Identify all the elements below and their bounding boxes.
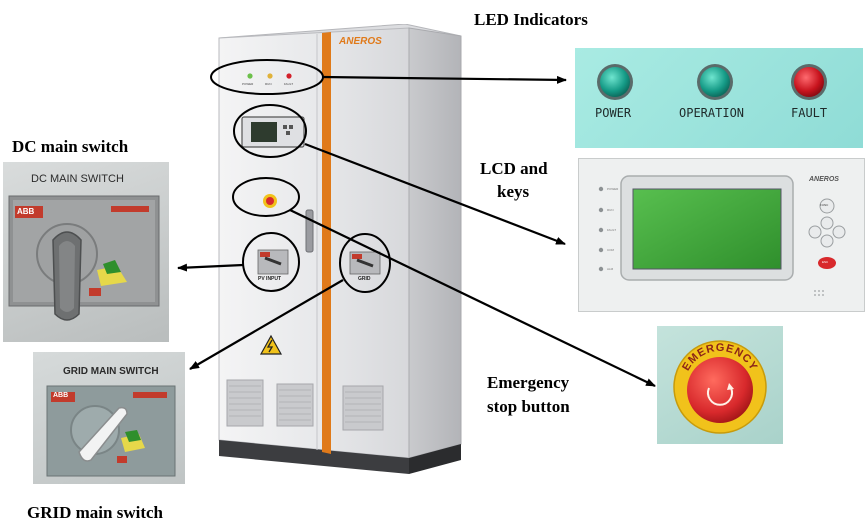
- inverter-cabinet: ANEROS POWER RUN FAULT PV INPUT GRID: [215, 24, 465, 474]
- led-indicators-caption: LED Indicators: [474, 10, 588, 29]
- esc-key[interactable]: ESC: [822, 260, 829, 264]
- dc-switch-brand: ABB: [17, 207, 35, 216]
- cabinet-body-graphic: [218, 24, 462, 474]
- lcd-keys-caption-line2: keys: [497, 182, 530, 201]
- dc-switch-header: DC MAIN SWITCH: [31, 173, 124, 185]
- grid-main-switch-caption: GRID main switch: [27, 503, 164, 522]
- lcd-panel-photo: ANEROS FUNC ESC POWER RUN FAULT COM ALM: [578, 158, 865, 312]
- estop-graphic: EMERGENCY: [673, 340, 767, 434]
- emergency-caption-line2: stop button: [487, 397, 570, 416]
- lcd-side-label-power: POWER: [607, 187, 619, 191]
- grid-switch-brand: ABB: [53, 392, 69, 399]
- grid-switch-header: GRID MAIN SWITCH: [63, 366, 159, 377]
- emergency-caption-line1: Emergency: [487, 373, 570, 392]
- lcd-keys-caption-line1: LCD and: [480, 159, 548, 178]
- led-label-fault: FAULT: [791, 106, 828, 120]
- cabinet-led-label-run: RUN: [265, 82, 272, 86]
- led-panel-graphic: [597, 64, 827, 100]
- grid-switch-graphic: [46, 385, 176, 477]
- estop-photo: EMERGENCY: [657, 326, 783, 444]
- dc-main-switch-caption: DC main switch: [12, 137, 129, 156]
- led-label-operation: OPERATION: [679, 106, 745, 120]
- lcd-side-label-run: RUN: [607, 208, 614, 212]
- grid-switch-photo: GRID MAIN SWITCH ABB: [33, 352, 185, 484]
- dc-switch-graphic: [8, 195, 160, 321]
- cabinet-pv-input-label: PV INPUT: [258, 276, 282, 282]
- lcd-side-label-fault: FAULT: [607, 228, 617, 232]
- dc-switch-photo: DC MAIN SWITCH ABB: [3, 162, 169, 342]
- led-label-power: POWER: [595, 106, 632, 120]
- cabinet-led-label-fault: FAULT: [284, 82, 294, 86]
- lcd-brand-logo: ANEROS: [809, 176, 839, 183]
- led-panel-photo: POWER OPERATION FAULT: [575, 48, 863, 148]
- cabinet-brand-logo: ANEROS: [339, 36, 382, 47]
- lcd-side-label-alm: ALM: [607, 267, 614, 271]
- cabinet-grid-label: GRID: [358, 276, 371, 282]
- lcd-panel-graphic: [598, 175, 846, 296]
- func-key[interactable]: FUNC: [820, 203, 829, 207]
- lcd-side-label-com: COM: [607, 248, 614, 252]
- cabinet-led-label-power: POWER: [242, 82, 254, 86]
